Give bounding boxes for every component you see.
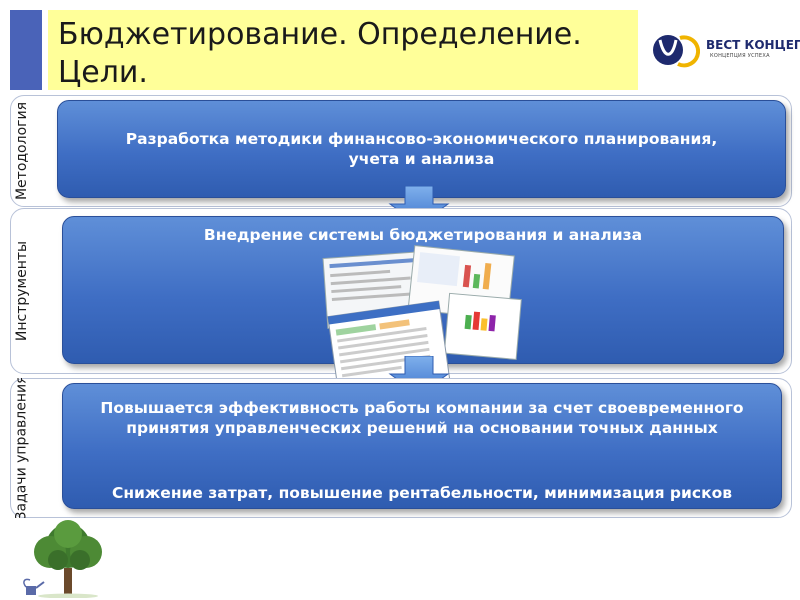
title-line-2: Цели. xyxy=(58,54,628,92)
panel-management-text: Повышается эффективность работы компании… xyxy=(63,398,781,438)
panel-management-secondary-text: Снижение затрат, повышение рентабельност… xyxy=(63,483,781,503)
title-line-1: Бюджетирование. Определение. xyxy=(58,16,628,54)
logo-name: ВЕСТ КОНЦЕПТ xyxy=(706,38,800,52)
panel-management: Повышается эффективность работы компании… xyxy=(62,383,782,509)
tree-icon xyxy=(18,520,128,598)
company-logo: ВЕСТ КОНЦЕПТ КОНЦЕПЦИЯ УСПЕХА xyxy=(650,28,795,72)
side-label-management: Задачи управления xyxy=(0,378,44,518)
logo-emblem-icon xyxy=(650,28,700,72)
slide-title: Бюджетирование. Определение. Цели. xyxy=(48,10,638,90)
panel-methodology: Разработка методики финансово-экономичес… xyxy=(57,100,786,198)
side-label-methodology: Методология xyxy=(0,95,44,207)
side-label-tools: Инструменты xyxy=(0,208,44,374)
logo-tagline: КОНЦЕПЦИЯ УСПЕХА xyxy=(710,53,770,59)
watering-can-icon xyxy=(24,579,44,595)
title-accent-bar xyxy=(10,10,42,90)
panel-tools: Внедрение системы бюджетирования и анали… xyxy=(62,216,784,364)
panel-methodology-text: Разработка методики финансово-экономичес… xyxy=(58,129,785,169)
panel-tools-text: Внедрение системы бюджетирования и анали… xyxy=(63,225,783,245)
